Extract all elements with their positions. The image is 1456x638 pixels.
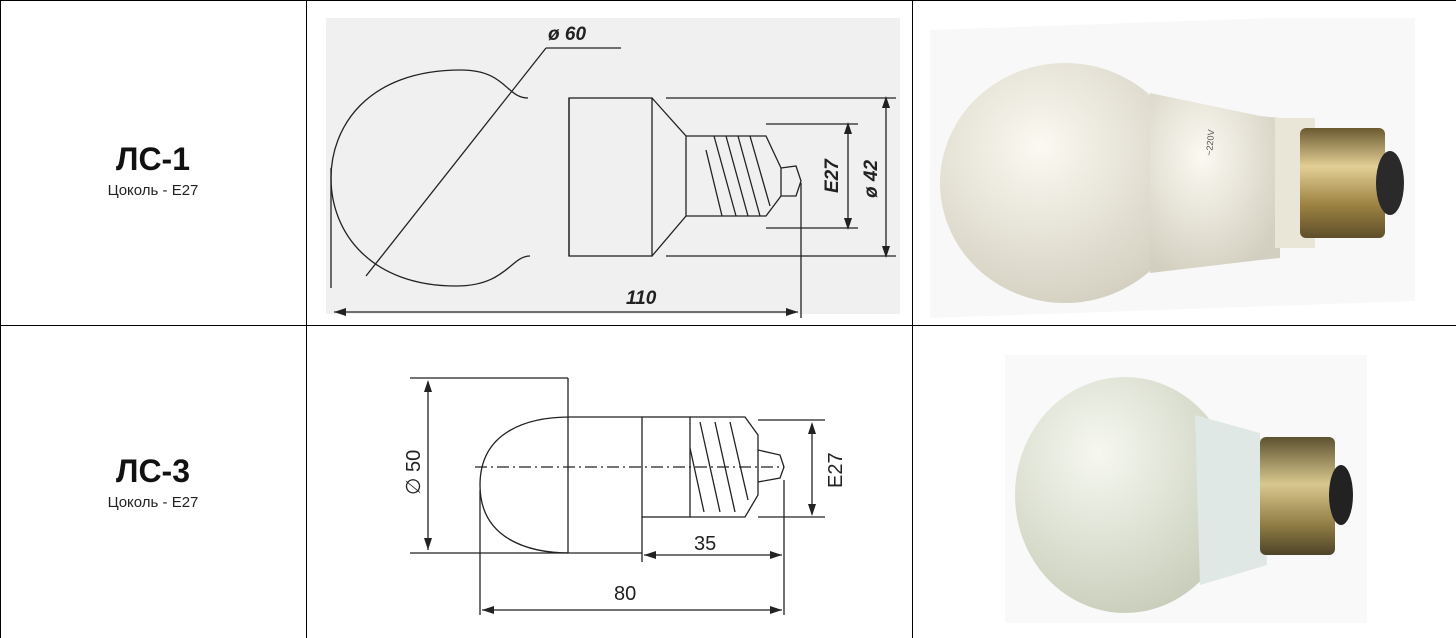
row-2-drawing: ∅ 50 E27 35 80 [380,370,850,630]
row-1-drawing: ø 60 E27 ø 42 110 [326,18,904,320]
socket-type: Цоколь - E27 [107,182,199,199]
row-2-label-cell: ЛС-3 Цоколь - E27 [0,452,306,511]
column-divider-1 [306,0,307,638]
voltage-marking: ~220V [1204,129,1216,156]
dimension-thread: E27 [825,452,847,488]
model-name: ЛС-1 [115,141,190,177]
dimension-base-length: 35 [694,533,716,555]
row-1-label-cell: ЛС-1 Цоколь - E27 [0,140,306,199]
dimension-diameter: ∅ 50 [403,450,425,495]
column-divider-2 [912,0,913,638]
socket-type: Цоколь - E27 [107,494,199,511]
dimension-thread: E27 [822,158,843,193]
dimension-length: 80 [614,583,636,605]
table-border-top [0,0,1456,1]
row-divider [0,325,1456,326]
row-1-photo: ~220V [930,13,1440,318]
dimension-length: 110 [626,288,657,309]
table-border-left [0,0,1,638]
dimension-neck-diameter: ø 42 [861,160,882,198]
row-2-photo [1005,355,1375,625]
dimension-diameter: ø 60 [548,24,586,45]
model-name: ЛС-3 [115,453,190,489]
